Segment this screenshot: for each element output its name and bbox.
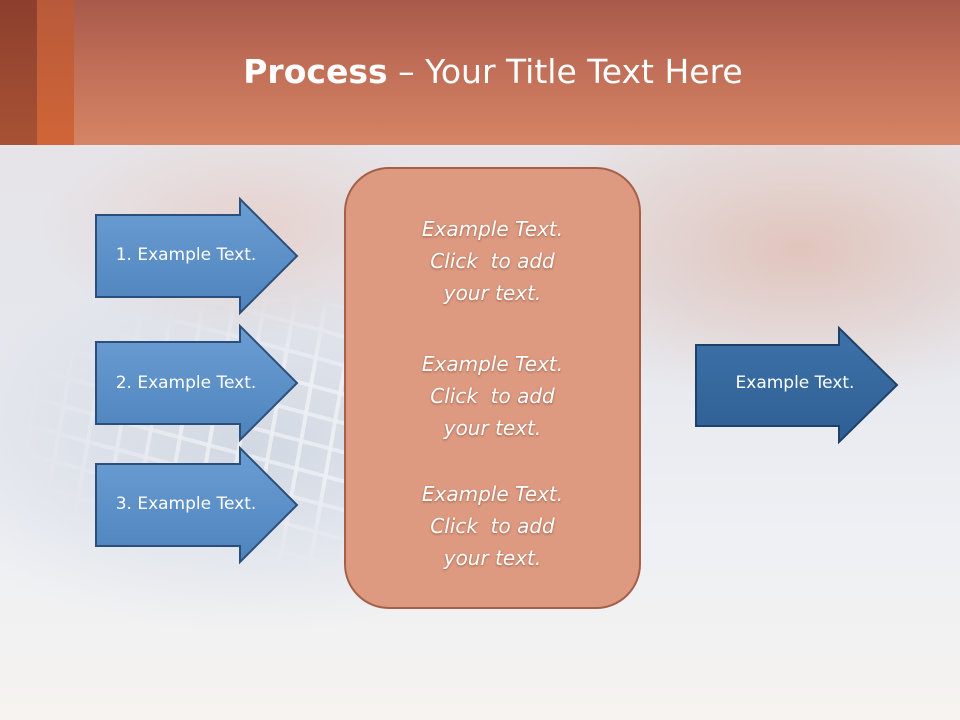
output-arrow[interactable] (695, 325, 899, 445)
header-stripe-dark (0, 0, 37, 145)
block-1-line-1: Example Text. (421, 217, 564, 241)
input-arrow-3[interactable] (95, 445, 299, 565)
block-1-line-3: your text. (443, 281, 542, 305)
input-arrow-3-label: 3. Example Text. (115, 494, 257, 514)
block-3-line-2: Click to add (430, 514, 555, 538)
block-2-line-1: Example Text. (421, 352, 564, 376)
input-arrow-1[interactable] (95, 196, 299, 316)
input-arrow-2-label: 2. Example Text. (115, 373, 257, 393)
block-2-line-2: Click to add (430, 384, 555, 408)
input-arrow-2[interactable] (95, 323, 299, 443)
center-box[interactable] (344, 167, 641, 609)
title-rest: – Your Title Text Here (387, 52, 743, 91)
output-arrow-label: Example Text. (735, 373, 855, 393)
center-text-block-2: Example Text. Click to add your text. (345, 348, 640, 444)
center-text-block-3: Example Text. Click to add your text. (345, 478, 640, 574)
block-1-line-2: Click to add (430, 249, 555, 273)
title-bar: Process – Your Title Text Here (0, 0, 960, 145)
title-bold: Process (243, 52, 388, 91)
block-2-line-3: your text. (443, 416, 542, 440)
input-arrow-1-label: 1. Example Text. (115, 245, 257, 265)
slide-title[interactable]: Process – Your Title Text Here (0, 52, 960, 91)
header-stripe-light (37, 0, 74, 145)
block-3-line-3: your text. (443, 546, 542, 570)
center-text-block-1: Example Text. Click to add your text. (345, 213, 640, 309)
block-3-line-1: Example Text. (421, 482, 564, 506)
